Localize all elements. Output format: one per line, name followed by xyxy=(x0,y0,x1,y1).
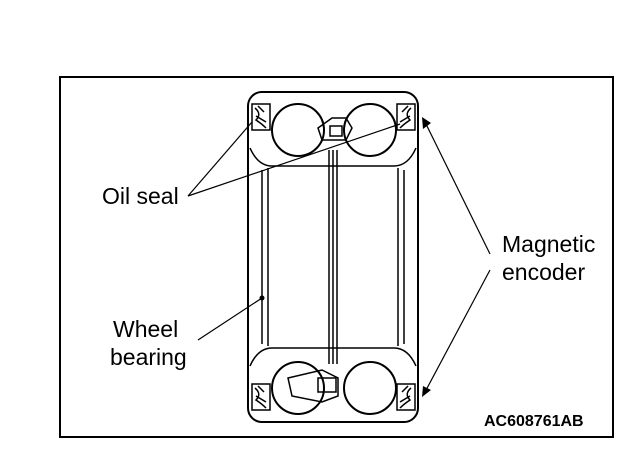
leader-lines xyxy=(187,121,491,393)
leader-dot xyxy=(259,295,265,301)
wheel-bearing-label-line1: Wheel xyxy=(113,316,179,342)
oil-seal-leader-1 xyxy=(187,121,253,197)
arrowhead-bottom xyxy=(422,386,431,397)
magnetic-encoder-leader-bottom xyxy=(424,269,491,393)
magnetic-encoder-leader-top xyxy=(424,121,491,255)
arrowhead-top xyxy=(422,117,431,129)
wheel-bearing-leader xyxy=(197,297,263,341)
seal-top-right xyxy=(396,103,416,131)
oil-seal-label: Oil seal xyxy=(102,183,179,209)
wheel-bearing-body xyxy=(247,91,419,423)
figure-code: AC608761AB xyxy=(484,413,584,430)
oil-seal-leader-2 xyxy=(187,123,401,197)
magnetic-encoder-label-line2: encoder xyxy=(502,259,586,285)
seal-top-left xyxy=(251,103,271,131)
seal-bottom-right xyxy=(396,383,416,411)
bottom-ball-row xyxy=(271,361,397,415)
figure-frame xyxy=(59,76,614,438)
wheel-bearing-label-line2: bearing xyxy=(110,344,187,370)
magnetic-encoder-label-line1: Magnetic xyxy=(502,231,596,257)
seal-bottom-left xyxy=(251,383,271,411)
top-ball-row xyxy=(271,103,397,157)
